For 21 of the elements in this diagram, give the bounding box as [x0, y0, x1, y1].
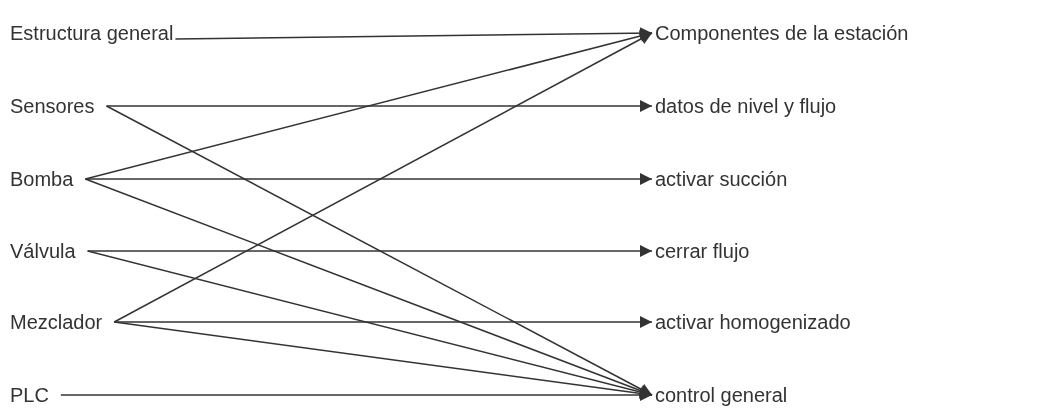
node-label: activar succión	[655, 167, 788, 191]
arrow	[113, 321, 653, 400]
node-label: Bomba	[10, 167, 74, 191]
arrow	[105, 100, 653, 112]
node-label: Sensores	[10, 94, 95, 118]
arrow	[84, 173, 653, 185]
node-label: Mezclador	[10, 310, 103, 334]
arrow	[84, 178, 653, 397]
arrow	[174, 27, 653, 40]
node-label: datos de nivel y flujo	[655, 94, 837, 118]
node-label: Componentes de la estación	[655, 21, 909, 45]
node-label: Válvula	[10, 239, 76, 263]
arrow	[86, 245, 653, 257]
node-label: PLC	[10, 383, 49, 407]
node-label: cerrar flujo	[655, 239, 750, 263]
node-label: control general	[655, 383, 788, 407]
arrow	[60, 389, 653, 401]
node-label: activar homogenizado	[655, 310, 851, 334]
node-label: Estructura general	[10, 21, 174, 45]
arrow	[113, 316, 653, 328]
arrow	[113, 32, 653, 323]
